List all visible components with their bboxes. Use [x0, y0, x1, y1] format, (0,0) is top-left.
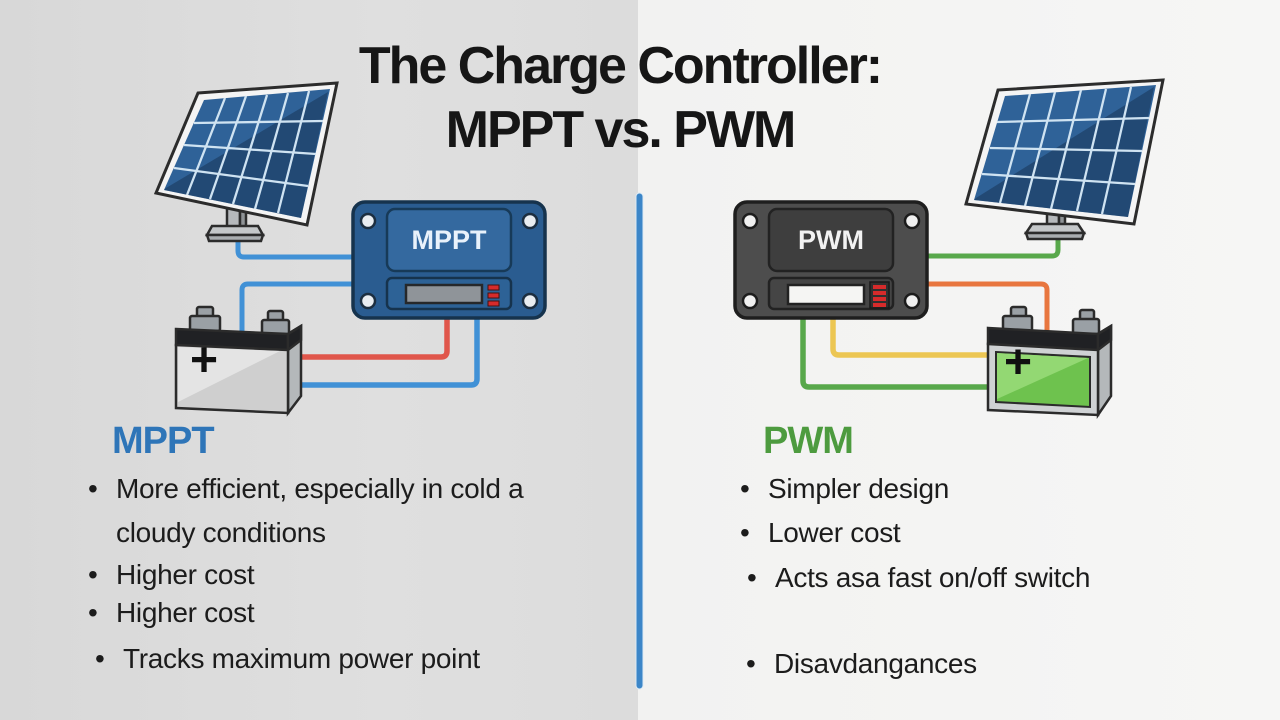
bullet-icon: •	[88, 597, 98, 628]
battery-plus-symbol: +	[190, 334, 218, 387]
pwm-wires	[800, 235, 1061, 390]
bullet-icon: •	[88, 473, 98, 504]
battery-highlight-right	[997, 353, 1088, 399]
pwm-battery: +	[986, 305, 1113, 420]
pwm-diagram: PWM	[733, 78, 1165, 420]
pwm-bullet-4-text: Disavdangances	[774, 648, 977, 679]
wire-mppt-to-battery-top	[239, 281, 358, 335]
bullet-icon: •	[740, 473, 750, 504]
battery-terminals	[188, 305, 291, 337]
wire-panel-to-pwm	[922, 235, 1061, 259]
panel-grid-right	[981, 86, 1150, 215]
mppt-bullet-2-text: Higher cost	[116, 559, 255, 590]
pwm-lcd-display	[786, 283, 866, 306]
mppt-lcd-display	[404, 283, 484, 305]
mppt-led-indicators	[487, 284, 500, 307]
mppt-bullet-4-text: Tracks maximum power point	[123, 643, 480, 674]
bullet-icon: •	[747, 562, 757, 593]
title-line-2: MPPT vs. PWM	[445, 101, 797, 159]
mppt-controller: MPPT	[351, 200, 547, 320]
mppt-bullet-3: • Higher cost	[88, 591, 608, 635]
mppt-battery: +	[174, 305, 303, 417]
title-line-1: The Charge Controller:	[358, 37, 883, 95]
mppt-bullet-1-text: More efficient, especially in cold a clo…	[116, 473, 524, 548]
mppt-bullet-1: • More efficient, especially in cold a c…	[88, 467, 608, 555]
wire-mppt-to-battery-blue	[294, 314, 480, 388]
pwm-bullet-2: • Lower cost	[740, 511, 1220, 555]
pwm-bullet-4: • Disavdangances	[740, 642, 1220, 686]
wire-pwm-to-battery-orange	[922, 281, 1050, 333]
wire-pwm-to-battery-yellow	[830, 314, 993, 358]
wire-mppt-to-battery-red	[294, 314, 450, 360]
panel-shine	[164, 92, 328, 218]
pwm-bullet-1-text: Simpler design	[768, 473, 949, 504]
mppt-bullet-3-text: Higher cost	[116, 597, 255, 628]
battery-plus-symbol-right: +	[1004, 336, 1032, 389]
pwm-controller-label: PWM	[798, 225, 864, 255]
bullet-icon: •	[88, 559, 98, 590]
solar-panel-pedestal-right	[1023, 206, 1087, 241]
screws-right	[741, 212, 921, 310]
mppt-bullet-2: • Higher cost	[88, 553, 608, 597]
wire-panel-to-mppt	[235, 237, 358, 260]
pwm-bullet-list: • Simpler design • Lower cost • Acts asa…	[740, 467, 1220, 686]
mppt-bullet-list: • More efficient, especially in cold a c…	[88, 467, 608, 681]
solar-panel-right	[964, 78, 1165, 226]
pwm-controller: PWM	[733, 200, 929, 320]
bullet-icon: •	[740, 517, 750, 548]
solar-panel-left	[153, 81, 339, 227]
battery-highlight	[178, 347, 280, 402]
mppt-wires	[235, 237, 480, 388]
wire-pwm-to-battery-green	[800, 314, 993, 390]
pwm-bullet-3-text: Acts asa fast on/off switch	[775, 562, 1091, 593]
pwm-bullet-2-text: Lower cost	[768, 517, 901, 548]
bullet-icon: •	[95, 643, 105, 674]
pwm-heading: PWM	[763, 420, 854, 462]
mppt-diagram: MPPT	[153, 81, 547, 417]
mppt-heading: MPPT	[112, 420, 215, 462]
bullet-icon: •	[746, 648, 756, 679]
mppt-bullet-4: • Tracks maximum power point	[88, 637, 608, 681]
panel-grid	[173, 90, 324, 214]
background-right	[638, 0, 1280, 720]
pwm-bullet-1: • Simpler design	[740, 467, 1220, 511]
mppt-controller-label: MPPT	[411, 225, 487, 255]
page-title: The Charge Controller: MPPT vs. PWM	[270, 34, 970, 162]
pwm-bullet-3: • Acts asa fast on/off switch	[740, 556, 1220, 600]
pwm-led-indicators	[873, 285, 886, 307]
center-divider	[635, 192, 644, 690]
screws	[359, 212, 539, 310]
